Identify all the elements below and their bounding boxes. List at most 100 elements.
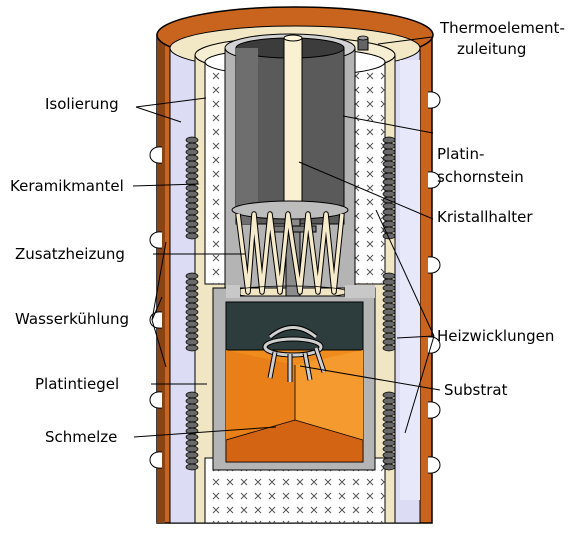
coil-winding [185, 226, 199, 234]
coil-winding [185, 184, 199, 192]
coil-winding [382, 272, 396, 280]
label-schmelze: Schmelze [45, 428, 117, 446]
coil-winding [382, 457, 396, 465]
coil-winding [185, 433, 199, 441]
heating-windings [185, 136, 396, 471]
coil-winding [185, 290, 199, 298]
coil-winding [185, 208, 199, 216]
coil-winding [382, 415, 396, 423]
coil-winding [185, 338, 199, 346]
coil-winding [185, 190, 199, 198]
coil-winding [185, 415, 199, 423]
coil-winding [382, 427, 396, 435]
coil-winding [382, 208, 396, 216]
coil-winding [382, 320, 396, 328]
coil-winding [382, 314, 396, 322]
coil-winding [382, 439, 396, 447]
coil-winding [185, 391, 199, 399]
coil-winding [185, 232, 199, 240]
coil-winding [382, 290, 396, 298]
coil-loop-icon [427, 171, 441, 189]
coil-winding [382, 190, 396, 198]
coil-winding [185, 397, 199, 405]
coil-winding [382, 154, 396, 162]
label-thermoelement-1: Thermoelement- [439, 19, 565, 37]
label-platin-1: Platin- [437, 145, 484, 163]
coil-winding [382, 284, 396, 292]
coil-winding [185, 202, 199, 210]
coil-winding [382, 451, 396, 459]
coil-winding [185, 278, 199, 286]
coil-loop-icon [149, 391, 163, 409]
coil-winding [382, 403, 396, 411]
coil-winding [382, 391, 396, 399]
coil-winding [185, 308, 199, 316]
coil-winding [382, 326, 396, 334]
label-heizwicklungen: Heizwicklungen [437, 327, 554, 345]
coil-loop-icon [427, 91, 441, 109]
coil-winding [382, 421, 396, 429]
coil-loop-icon [427, 456, 441, 474]
coil-winding [382, 302, 396, 310]
coil-winding [185, 302, 199, 310]
coil-winding [185, 172, 199, 180]
coil-winding [185, 332, 199, 340]
coil-winding [382, 148, 396, 156]
labels: Thermoelement- zuleitung Isolierung Kera… [10, 19, 565, 446]
coil-loop-icon [149, 311, 163, 329]
coil-winding [382, 397, 396, 405]
coil-winding [382, 160, 396, 168]
label-wasserkuehlung: Wasserkühlung [15, 310, 129, 328]
coil-winding [382, 214, 396, 222]
coil-winding [185, 326, 199, 334]
label-platintiegel: Platintiegel [35, 375, 119, 393]
coil-winding [382, 172, 396, 180]
coil-winding [185, 314, 199, 322]
thermocouple-lead [357, 35, 369, 51]
coil-loop-icon [427, 336, 441, 354]
coil-loop-icon [149, 231, 163, 249]
coil-winding [382, 433, 396, 441]
coil-winding [382, 332, 396, 340]
leader-lines [132, 36, 441, 438]
coil-winding [185, 220, 199, 228]
coil-winding [185, 284, 199, 292]
label-zusatzheizung: Zusatzheizung [15, 245, 125, 263]
coil-winding [382, 178, 396, 186]
label-kristallhalter: Kristallhalter [437, 208, 533, 226]
coil-winding [185, 463, 199, 471]
label-thermoelement-2: zuleitung [457, 40, 526, 58]
coil-winding [185, 154, 199, 162]
coil-winding [185, 148, 199, 156]
label-platin-2: schornstein [437, 168, 524, 186]
coil-winding [382, 344, 396, 352]
coil-winding [185, 214, 199, 222]
coil-winding [382, 445, 396, 453]
coil-winding [382, 142, 396, 150]
coil-loop-icon [149, 451, 163, 469]
coil-winding [382, 278, 396, 286]
label-substrat: Substrat [444, 381, 508, 399]
coil-winding [185, 445, 199, 453]
coil-winding [185, 320, 199, 328]
coil-winding [382, 308, 396, 316]
coil-winding [185, 439, 199, 447]
coil-winding [185, 344, 199, 352]
coil-winding [185, 272, 199, 280]
coil-winding [382, 202, 396, 210]
coil-winding [185, 409, 199, 417]
coil-winding [185, 403, 199, 411]
coil-loop-icon [427, 256, 441, 274]
coil-winding [185, 457, 199, 465]
label-keramikmantel: Keramikmantel [10, 177, 124, 195]
coil-winding [382, 463, 396, 471]
coil-loop-icon [149, 146, 163, 164]
coil-winding [185, 136, 199, 144]
coil-loop-icon [427, 401, 441, 419]
coil-winding [185, 160, 199, 168]
coil-winding [185, 166, 199, 174]
coil-winding [185, 196, 199, 204]
substrate-holder [262, 325, 327, 382]
